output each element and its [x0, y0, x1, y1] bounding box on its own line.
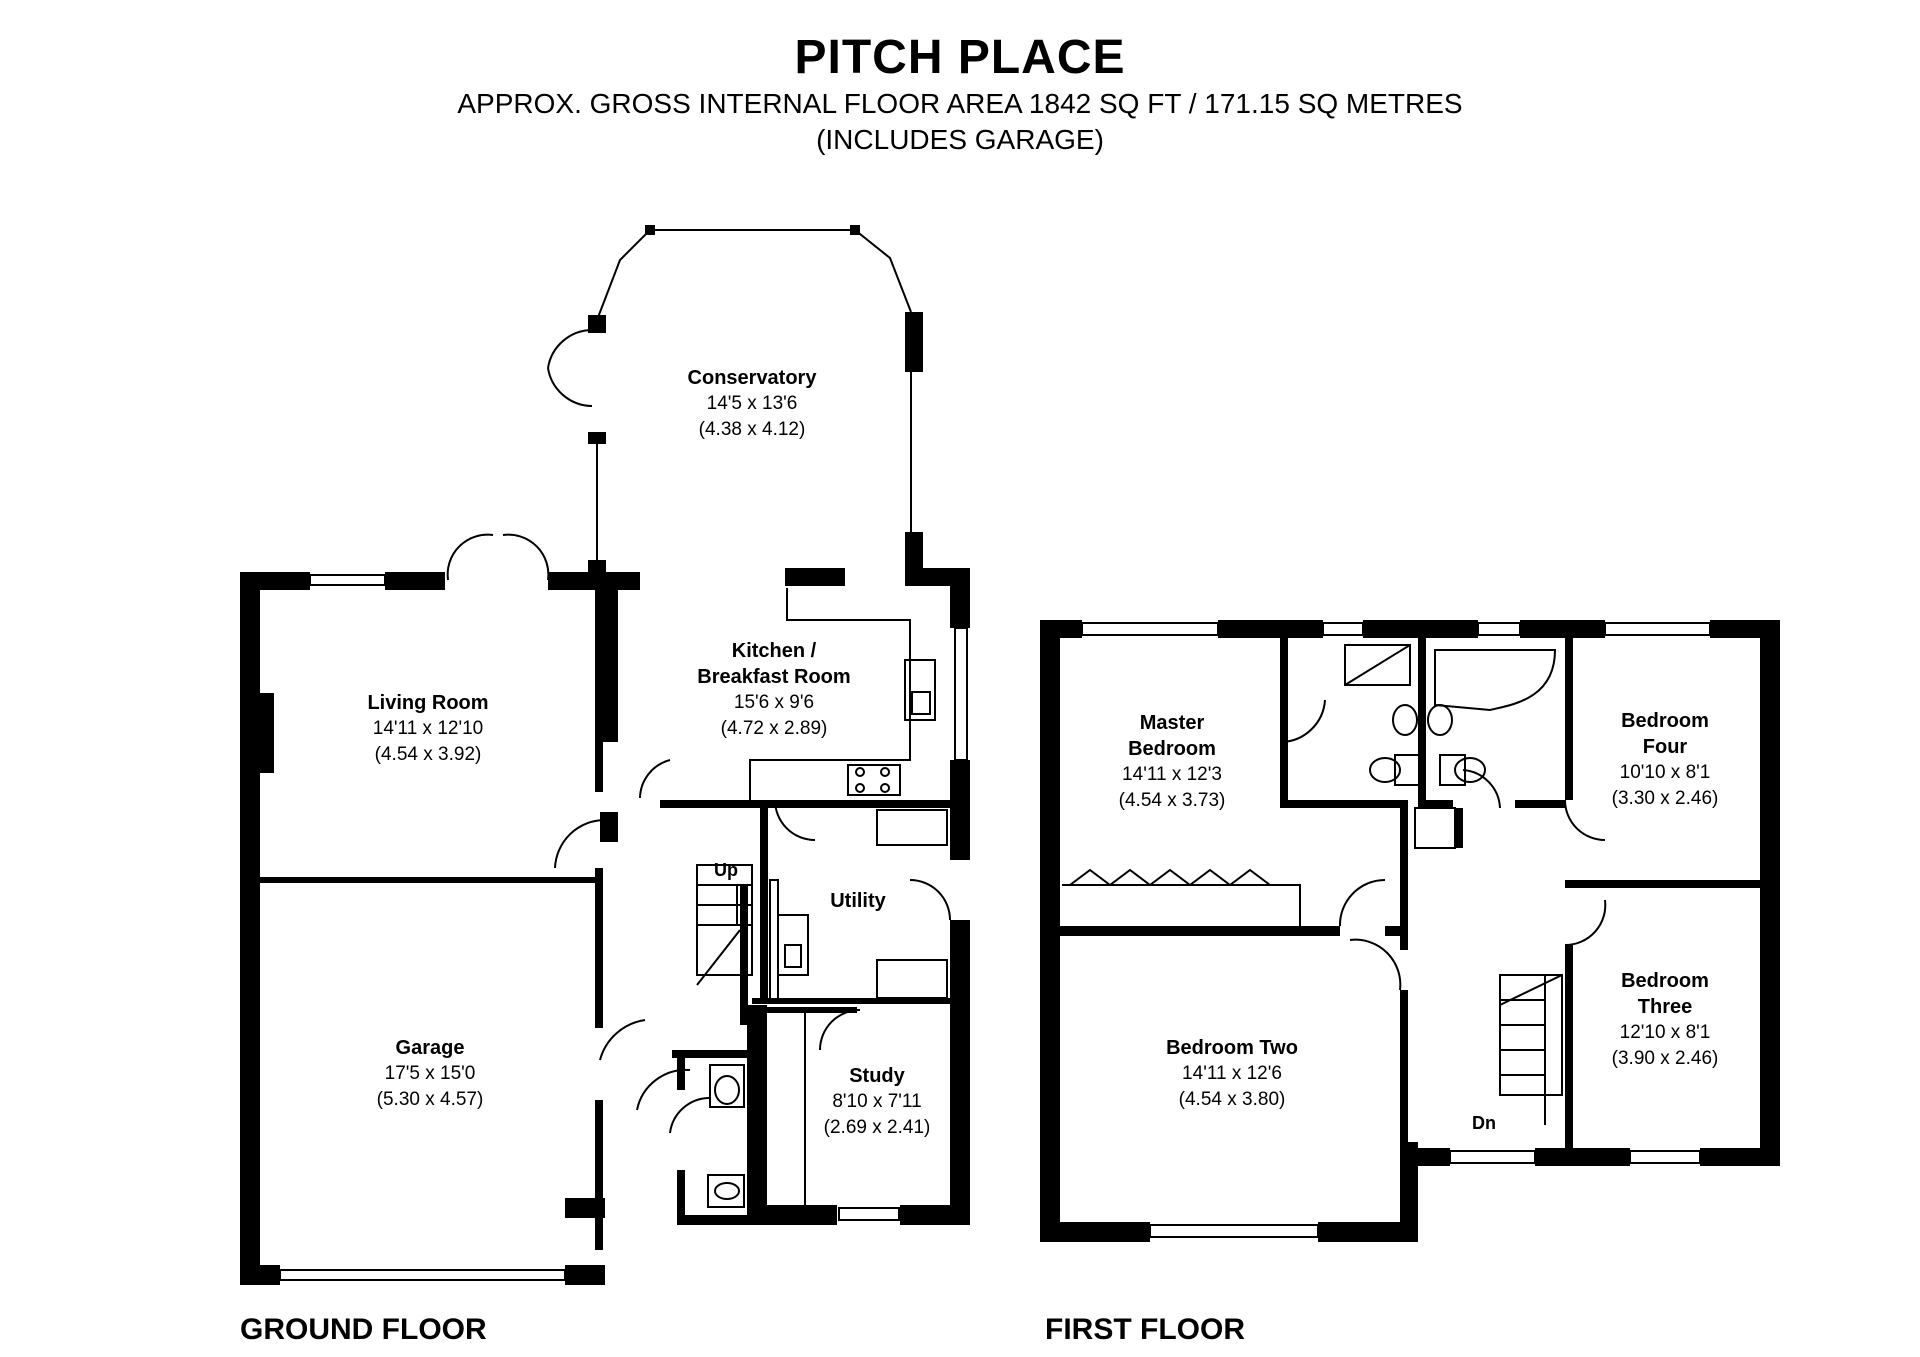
- room-name: Utility: [830, 890, 886, 912]
- plan-title: PITCH PLACE: [794, 31, 1126, 84]
- room-name: Conservatory: [687, 367, 817, 389]
- room-bedroom-three: Bedroom Three 12'10 x 8'1 (3.90 x 2.46): [1612, 968, 1719, 1072]
- room-size-metric: (3.30 x 2.46): [1611, 788, 1719, 809]
- room-bedroom-two: Bedroom Two 14'11 x 12'6 (4.54 x 3.80): [1166, 1035, 1298, 1113]
- room-name: Living Room: [367, 692, 489, 714]
- first-floor-lines: [1062, 622, 1711, 1238]
- room-size-imperial: 14'5 x 13'6: [706, 393, 798, 414]
- room-size-imperial: 15'6 x 9'6: [733, 692, 815, 713]
- room-name-line1: Kitchen /: [731, 640, 817, 662]
- room-size-metric: (4.54 x 3.92): [374, 744, 482, 765]
- room-size-imperial: 14'11 x 12'3: [1122, 764, 1222, 785]
- room-size-imperial: 14'11 x 12'6: [1182, 1063, 1282, 1084]
- room-kitchen: Kitchen / Breakfast Room 15'6 x 9'6 (4.7…: [697, 638, 850, 742]
- room-garage: Garage 17'5 x 15'0 (5.30 x 4.57): [377, 1035, 484, 1113]
- room-name: Study: [849, 1065, 905, 1087]
- ground-floor-lines: [279, 229, 968, 1281]
- room-size-metric: (5.30 x 4.57): [376, 1089, 484, 1110]
- stairs-down-label: Dn: [1472, 1113, 1496, 1133]
- room-master-bedroom: Master Bedroom 14'11 x 12'3 (4.54 x 3.73…: [1119, 710, 1226, 814]
- room-size-imperial: 14'11 x 12'10: [372, 718, 484, 739]
- room-name: Bedroom Two: [1166, 1037, 1298, 1059]
- ground-floor-walls: [240, 225, 970, 1285]
- room-study: Study 8'10 x 7'11 (2.69 x 2.41): [824, 1063, 931, 1141]
- room-size-imperial: 8'10 x 7'11: [832, 1091, 922, 1112]
- first-floor-walls: [1040, 620, 1780, 1242]
- room-size-imperial: 12'10 x 8'1: [1619, 1022, 1711, 1043]
- room-size-metric: (2.69 x 2.41): [823, 1117, 931, 1138]
- room-name-line2: Four: [1642, 736, 1688, 758]
- room-name-line2: Three: [1637, 996, 1693, 1018]
- room-name-line2: Breakfast Room: [697, 666, 851, 688]
- room-size-metric: (4.54 x 3.73): [1118, 790, 1226, 811]
- includes-garage-note: (INCLUDES GARAGE): [816, 124, 1104, 155]
- ground-floor-label: GROUND FLOOR: [240, 1313, 487, 1346]
- room-size-metric: (4.54 x 3.80): [1178, 1089, 1286, 1110]
- first-floor-label: FIRST FLOOR: [1045, 1313, 1245, 1346]
- room-size-imperial: 10'10 x 8'1: [1619, 762, 1711, 783]
- room-size-imperial: 17'5 x 15'0: [384, 1063, 476, 1084]
- room-size-metric: (3.90 x 2.46): [1611, 1048, 1719, 1069]
- room-size-metric: (4.72 x 2.89): [720, 718, 828, 739]
- room-name-line2: Bedroom: [1128, 738, 1216, 760]
- room-bedroom-four: Bedroom Four 10'10 x 8'1 (3.30 x 2.46): [1612, 708, 1719, 812]
- room-name: Garage: [395, 1037, 465, 1059]
- room-utility: Utility: [830, 888, 886, 914]
- stairs-up-label: Up: [714, 860, 738, 880]
- room-size-metric: (4.38 x 4.12): [698, 419, 806, 440]
- room-name-line1: Master: [1139, 712, 1205, 734]
- room-living: Living Room 14'11 x 12'10 (4.54 x 3.92): [367, 690, 488, 768]
- room-conservatory: Conservatory 14'5 x 13'6 (4.38 x 4.12): [688, 365, 817, 443]
- floor-area-subtitle: APPROX. GROSS INTERNAL FLOOR AREA 1842 S…: [457, 88, 1463, 119]
- room-name-line1: Bedroom: [1621, 710, 1709, 732]
- room-name-line1: Bedroom: [1621, 970, 1709, 992]
